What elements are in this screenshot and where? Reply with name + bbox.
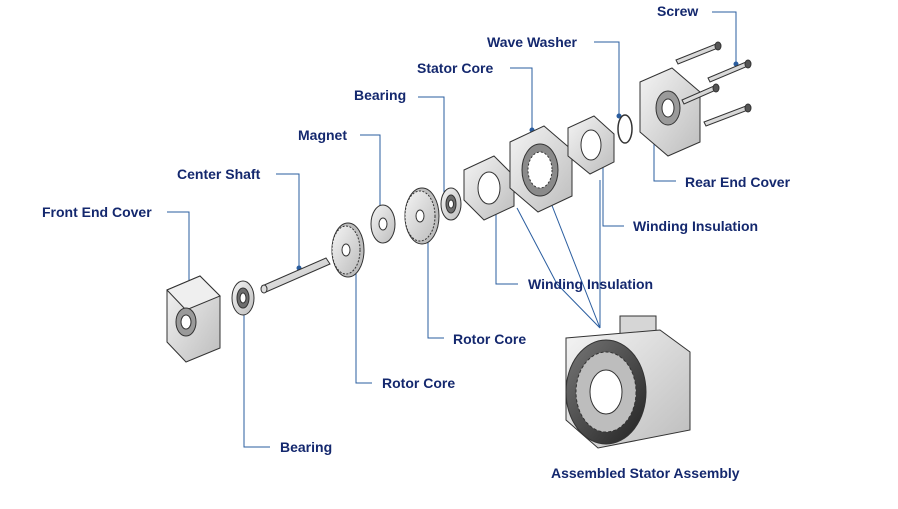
label-wave-washer: Wave Washer xyxy=(487,34,577,50)
label-rotor-core-upper: Rotor Core xyxy=(453,331,527,347)
label-winding-insulation-center: Winding Insulation xyxy=(528,276,654,292)
label-rear-end-cover: Rear End Cover xyxy=(685,174,791,190)
leader-rotor-core-lower xyxy=(355,268,372,384)
winding-insulation-right-part xyxy=(567,115,615,175)
leader-magnet xyxy=(360,134,381,218)
label-winding-insulation-right: Winding Insulation xyxy=(633,218,759,234)
wave-washer-part xyxy=(617,114,633,144)
rotor-core-lower-part xyxy=(331,222,365,278)
rotor-core-upper-part xyxy=(404,187,440,245)
magnet-part xyxy=(370,204,396,244)
leader-rotor-core-upper xyxy=(427,240,444,339)
label-assembled-stator: Assembled Stator Assembly xyxy=(551,465,740,481)
screws-part xyxy=(675,41,752,127)
assembled-stator-part xyxy=(565,315,691,449)
label-center-shaft: Center Shaft xyxy=(177,166,261,182)
front-end-cover-part xyxy=(166,275,221,363)
label-bearing-top: Bearing xyxy=(354,87,407,103)
winding-insulation-left-part xyxy=(463,155,515,221)
label-magnet: Magnet xyxy=(298,127,347,143)
bearing-top-part xyxy=(440,187,462,221)
leader-screw xyxy=(712,11,737,64)
label-screw: Screw xyxy=(657,3,699,19)
leader-wave-washer xyxy=(594,41,620,116)
leader-winding-to-assembly-a xyxy=(516,207,558,285)
center-shaft-part xyxy=(260,257,331,294)
label-front-end-cover: Front End Cover xyxy=(42,204,152,220)
label-bearing-bottom: Bearing xyxy=(280,439,333,455)
leader-bearing-bottom xyxy=(243,312,270,448)
label-stator-core: Stator Core xyxy=(417,60,494,76)
rear-end-cover-part xyxy=(639,67,701,157)
bearing-bottom-part xyxy=(231,280,255,316)
leader-winding-to-assembly-b xyxy=(556,283,601,329)
leader-front-end-cover xyxy=(167,211,190,296)
leader-stator-core xyxy=(510,67,533,130)
leader-winding-insulation-right xyxy=(602,158,624,227)
leader-bearing-top xyxy=(418,96,445,199)
leader-winding-insulation-center xyxy=(495,196,518,285)
label-rotor-core-lower: Rotor Core xyxy=(382,375,456,391)
leader-center-shaft xyxy=(276,173,300,268)
stator-core-part xyxy=(509,125,573,213)
